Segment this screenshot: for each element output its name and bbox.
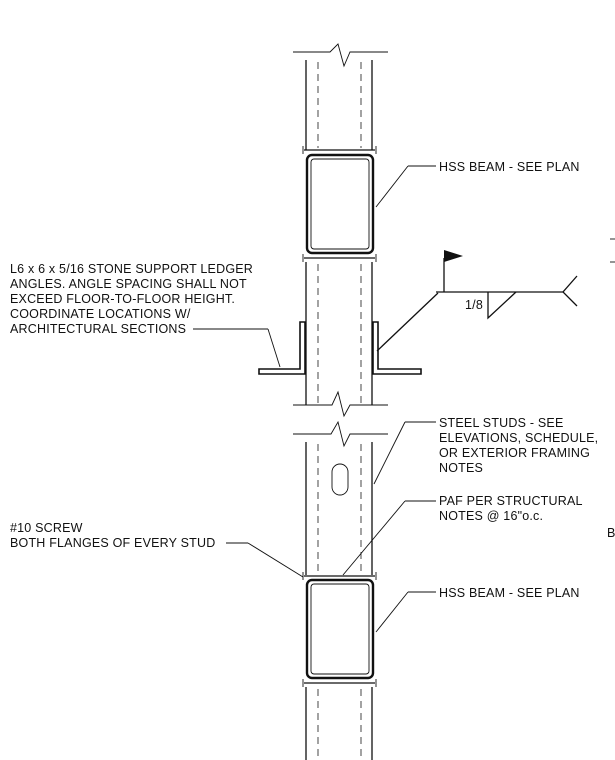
note-line: ARCHITECTURAL SECTIONS: [10, 322, 186, 336]
hss-beam-bottom: [305, 578, 375, 680]
stud-segment-top: [293, 43, 388, 154]
note-hss-beam-bottom: HSS BEAM - SEE PLAN: [439, 586, 580, 600]
note-line: PAF PER STRUCTURAL: [439, 494, 583, 508]
note-paf: PAF PER STRUCTURAL NOTES @ 16"o.c.: [439, 494, 583, 523]
weld-size-label: 1/8: [465, 298, 483, 312]
stud-segment-lower: [293, 420, 388, 580]
note-steel-studs: STEEL STUDS - SEE ELEVATIONS, SCHEDULE, …: [439, 416, 598, 475]
leader-hss-beam-top: [375, 165, 436, 208]
ledger-angle-right: [372, 321, 422, 375]
note-line: NOTES @ 16"o.c.: [439, 509, 543, 523]
leader-paf: [342, 500, 436, 576]
ledger-angle-left: [258, 321, 306, 375]
edge-fragment-label: B: [607, 526, 615, 540]
hss-beam-top: [305, 153, 375, 255]
stud-segment-bottom: [302, 679, 377, 760]
field-weld-flag: [444, 250, 463, 262]
note-line: L6 x 6 x 5/16 STONE SUPPORT LEDGER: [10, 262, 253, 276]
leader-hss-beam-bottom: [375, 591, 436, 633]
stud-knockout: [331, 463, 349, 496]
weld-symbol: 1/8: [376, 250, 578, 352]
note-line: OR EXTERIOR FRAMING: [439, 446, 590, 460]
note-line: NOTES: [439, 461, 483, 475]
note-hss-beam-top: HSS BEAM - SEE PLAN: [439, 160, 580, 174]
leader-ledger-angle: [193, 328, 281, 368]
leader-steel-studs: [373, 421, 436, 485]
note-line: ANGLES. ANGLE SPACING SHALL NOT: [10, 277, 247, 291]
note-line: STEEL STUDS - SEE: [439, 416, 564, 430]
note-line: COORDINATE LOCATIONS W/: [10, 307, 191, 321]
leader-screw: [226, 542, 304, 578]
note-ledger-angles: L6 x 6 x 5/16 STONE SUPPORT LEDGER ANGLE…: [10, 262, 253, 336]
note-line: EXCEED FLOOR-TO-FLOOR HEIGHT.: [10, 292, 235, 306]
note-line: BOTH FLANGES OF EVERY STUD: [10, 536, 215, 550]
note-line: ELEVATIONS, SCHEDULE,: [439, 431, 598, 445]
note-screw: #10 SCREW BOTH FLANGES OF EVERY STUD: [10, 521, 215, 550]
stud-segment-middle: [293, 254, 388, 418]
note-line: #10 SCREW: [10, 521, 83, 535]
